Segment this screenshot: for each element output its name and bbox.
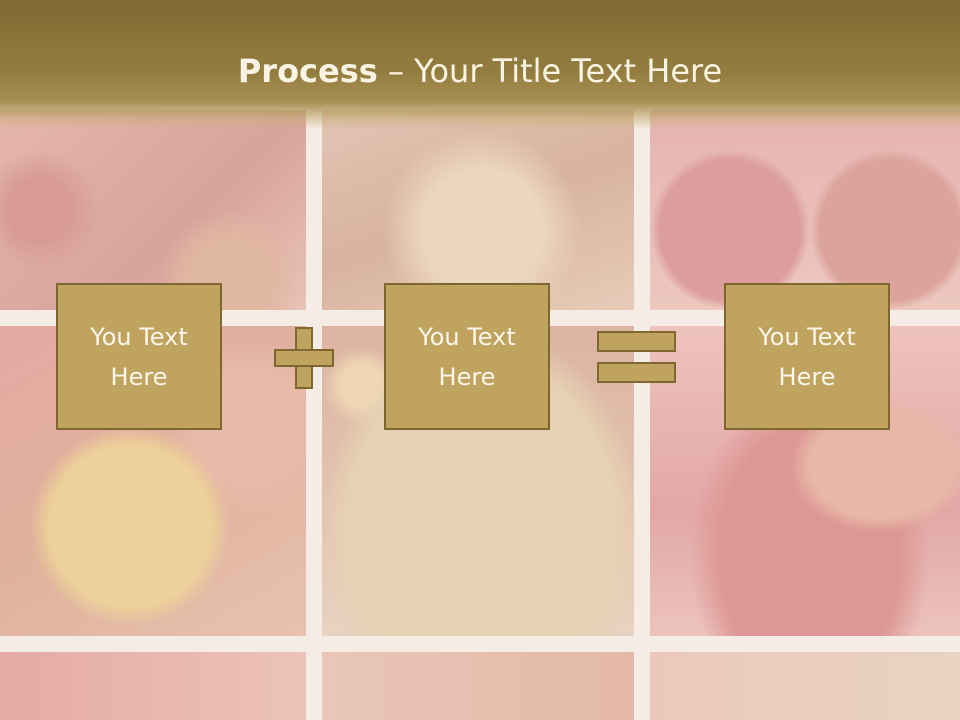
collage-photo-red-baubles [650,110,960,310]
collage-photo-bottom-right [650,652,960,720]
equals-icon [597,331,676,383]
collage-photo-gingerbread [322,110,634,310]
slide-title-bold: Process [237,52,378,90]
collage-photo-bottom-left [0,652,306,720]
process-box-2[interactable]: You Text Here [384,283,550,430]
collage-photo-ornaments-candle [0,110,306,310]
process-box-1[interactable]: You Text Here [56,283,222,430]
slide-title: Process – Your Title Text Here [0,52,960,90]
title-band [0,0,960,130]
process-box-3[interactable]: You Text Here [724,283,890,430]
slide-title-rest: – Your Title Text Here [377,52,723,90]
collage-photo-bottom-center [322,652,634,720]
plus-icon [274,327,334,389]
